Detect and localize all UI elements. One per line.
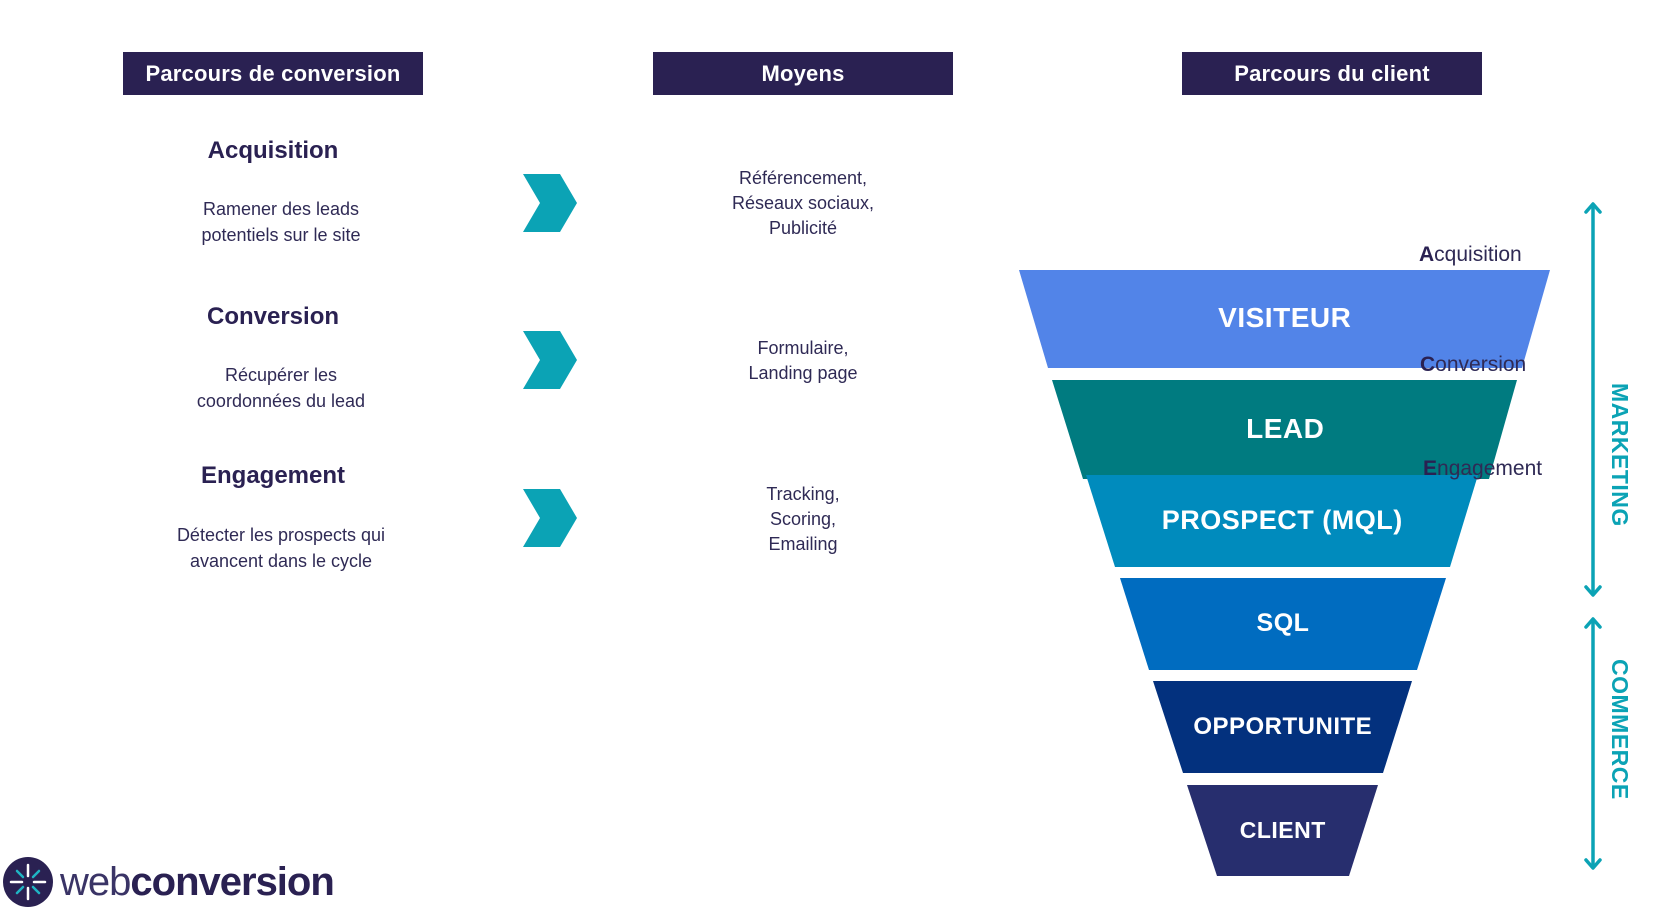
means-line: Tracking, (766, 484, 840, 504)
commerce-range-arrow (1584, 617, 1602, 870)
logo-mark-icon (3, 857, 53, 907)
funnel-band-label: PROSPECT (MQL) (1161, 504, 1403, 535)
label-rest: onversion (1435, 353, 1527, 376)
funnel-band-label: OPPORTUNITE (1193, 712, 1373, 740)
stage-title-acquisition: Acquisition (207, 137, 339, 164)
means-engagement: Tracking, Scoring, Emailing (653, 482, 953, 557)
chevron-right-icon (523, 331, 577, 389)
logo-conversion: conversion (130, 859, 334, 904)
funnel-band-sql (1120, 578, 1446, 670)
stage-description-engagement: Détecter les prospects qui avancent dans… (121, 522, 441, 574)
header-customer-path: Parcours du client (1182, 52, 1482, 95)
logo-web: web (60, 859, 131, 904)
description-line: Détecter les prospects qui (176, 525, 386, 545)
means-line: Publicité (768, 218, 838, 238)
funnel-band-label: VISITEUR (1218, 302, 1352, 334)
header-means: Moyens (653, 52, 953, 95)
label-rest: ngagement (1437, 457, 1543, 480)
means-line: Référencement, (738, 168, 868, 188)
means-line: Réseaux sociaux, (731, 193, 875, 213)
means-line: Formulaire, (757, 338, 849, 358)
funnel-band-lead (1052, 380, 1517, 479)
chevron-right-icon (523, 489, 577, 547)
side-label-commerce: COMMERCE (1607, 659, 1633, 800)
description-line: coordonnées du lead (196, 391, 366, 411)
description-line: avancent dans le cycle (189, 551, 373, 571)
means-line: Emailing (768, 534, 838, 554)
webconversion-logo: webconversion (2, 855, 335, 909)
funnel-label-engagement: Engagement (1423, 457, 1542, 481)
stage-description-conversion: Récupérer les coordonnées du lead (121, 362, 441, 414)
funnel-band-opportunite (1153, 681, 1412, 773)
label-initial: E (1423, 457, 1438, 480)
label-initial: C (1420, 353, 1436, 376)
funnel-band-visiteur (1019, 270, 1550, 368)
funnel-label-conversion: Conversion (1420, 353, 1526, 377)
description-line: potentiels sur le site (201, 225, 361, 245)
marketing-range-arrow (1584, 202, 1602, 597)
funnel-band-client (1187, 785, 1378, 876)
means-line: Landing page (748, 363, 858, 383)
logo-wordmark: webconversion (60, 859, 335, 905)
funnel-band-label: LEAD (1246, 412, 1325, 444)
description-line: Ramener des leads (202, 199, 360, 219)
funnel-band-label: CLIENT (1239, 816, 1326, 843)
header-conversion-path: Parcours de conversion (123, 52, 423, 95)
funnel-label-acquisition: Acquisition (1419, 243, 1522, 267)
funnel-band-label: SQL (1256, 609, 1310, 637)
funnel-band-prospect-mql (1086, 475, 1478, 567)
stage-title-conversion: Conversion (206, 303, 340, 330)
chevron-right-icon (523, 174, 577, 232)
means-conversion: Formulaire, Landing page (653, 336, 953, 386)
side-label-marketing: MARKETING (1607, 383, 1633, 527)
description-line: Récupérer les (224, 365, 338, 385)
means-acquisition: Référencement, Réseaux sociaux, Publicit… (653, 166, 953, 241)
stage-title-engagement: Engagement (200, 462, 346, 489)
means-line: Scoring, (769, 509, 837, 529)
stage-description-acquisition: Ramener des leads potentiels sur le site (121, 196, 441, 248)
label-rest: cquisition (1434, 243, 1522, 266)
label-initial: A (1419, 243, 1435, 266)
